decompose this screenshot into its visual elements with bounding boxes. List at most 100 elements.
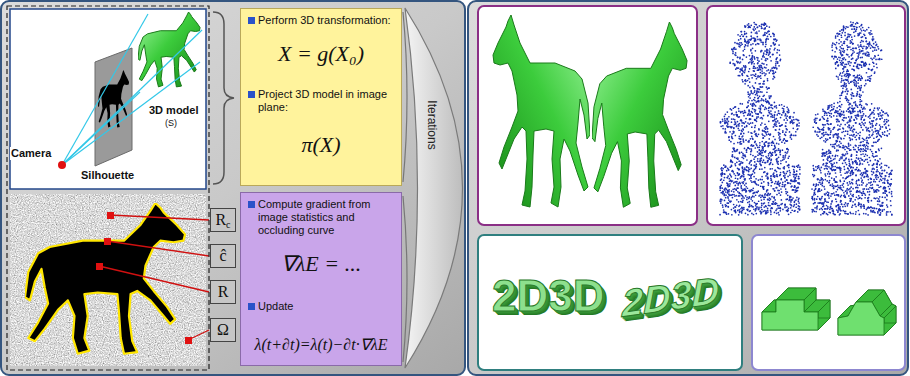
point <box>768 155 770 157</box>
point <box>794 201 796 203</box>
point <box>788 167 790 169</box>
point <box>874 212 876 214</box>
point <box>753 192 755 194</box>
point <box>875 41 877 43</box>
point <box>773 116 775 118</box>
point <box>727 190 729 192</box>
point <box>747 147 749 149</box>
point <box>743 115 745 117</box>
point <box>745 190 747 192</box>
point <box>780 174 782 176</box>
point <box>754 131 756 133</box>
point <box>744 179 746 181</box>
point <box>734 54 736 56</box>
point-cloud <box>719 21 893 216</box>
point <box>765 175 767 177</box>
point <box>763 80 765 82</box>
point <box>744 33 746 35</box>
point <box>737 172 739 174</box>
point <box>867 197 869 199</box>
point <box>734 209 736 211</box>
point <box>735 122 737 124</box>
point <box>765 132 767 134</box>
point <box>825 138 827 140</box>
point <box>816 117 818 119</box>
point <box>811 209 813 211</box>
point <box>725 212 727 214</box>
point <box>788 111 790 113</box>
point <box>746 149 748 151</box>
point <box>770 95 772 97</box>
point <box>734 135 736 137</box>
point <box>771 179 773 181</box>
point <box>759 163 761 165</box>
point <box>846 189 848 191</box>
point <box>761 27 763 29</box>
bracket <box>403 196 407 362</box>
point <box>763 115 765 117</box>
point <box>770 36 772 38</box>
point <box>752 173 754 175</box>
point <box>869 32 871 34</box>
point <box>749 26 751 28</box>
point <box>763 35 765 37</box>
point <box>727 192 729 194</box>
point <box>738 108 740 110</box>
point <box>830 163 832 165</box>
point <box>756 78 758 80</box>
point <box>758 83 760 85</box>
point <box>798 182 800 184</box>
point <box>748 131 750 133</box>
point <box>775 71 777 73</box>
point <box>756 101 758 103</box>
point <box>740 61 742 63</box>
point <box>756 36 758 38</box>
point <box>724 128 726 130</box>
point <box>752 105 754 107</box>
point <box>776 159 778 161</box>
point <box>760 39 762 41</box>
point <box>734 47 736 49</box>
point <box>763 95 765 97</box>
point <box>763 159 765 161</box>
point <box>776 143 778 145</box>
point <box>737 191 739 193</box>
point <box>879 118 881 120</box>
point <box>775 65 777 67</box>
point <box>773 73 775 75</box>
point <box>737 34 739 36</box>
point <box>819 129 821 131</box>
point <box>728 136 730 138</box>
point <box>841 158 843 160</box>
point <box>728 169 730 171</box>
point <box>724 166 726 168</box>
point <box>779 113 781 115</box>
point <box>760 107 762 109</box>
point <box>738 110 740 112</box>
point <box>796 129 798 131</box>
point <box>867 79 869 81</box>
point <box>875 177 877 179</box>
point <box>746 149 748 151</box>
point <box>747 114 749 116</box>
point <box>752 171 754 173</box>
point <box>857 74 859 76</box>
point <box>721 175 723 177</box>
brace <box>213 12 234 184</box>
point <box>891 214 893 216</box>
point <box>754 97 756 99</box>
point <box>730 200 732 202</box>
point <box>767 100 769 102</box>
point <box>752 93 754 95</box>
point <box>764 67 766 69</box>
point <box>776 183 778 185</box>
point <box>776 174 778 176</box>
point <box>745 139 747 141</box>
point <box>750 49 752 51</box>
point <box>725 212 727 214</box>
point <box>731 49 733 51</box>
point <box>725 122 727 124</box>
point <box>855 122 857 124</box>
point <box>869 43 871 45</box>
point <box>730 160 732 162</box>
